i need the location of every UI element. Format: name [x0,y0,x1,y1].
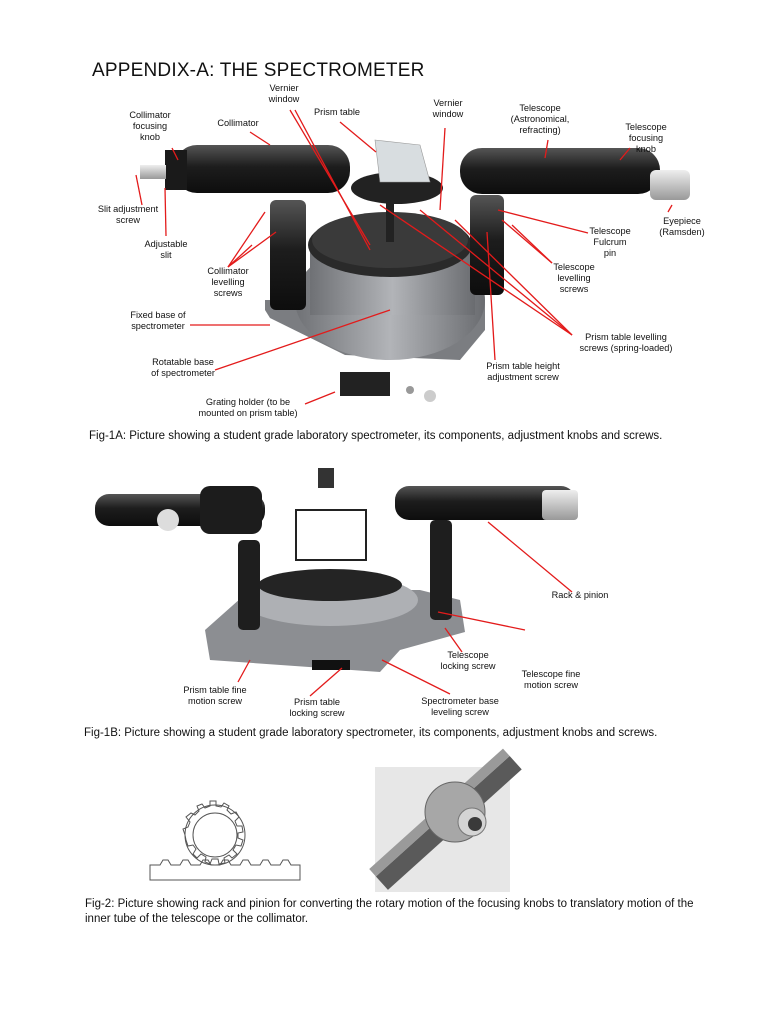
label-telescope: Telescope (Astronomical, refracting) [510,103,570,135]
label-collimator-focusing-knob: Collimator focusing knob [129,110,171,142]
label-prism-table-fine-motion-screw: Prism table fine motion screw [183,685,247,706]
page-title: APPENDIX-A: THE SPECTROMETER [92,60,425,81]
label-telescope-focusing-knob: Telescope focusing knob [625,122,667,154]
label-collimator: Collimator [217,118,259,128]
label-collimator-levelling-screws: Collimator levelling screws [207,266,249,298]
label-telescope-locking-screw: Telescope locking screw [440,650,496,671]
fig2-rack-pinion-drawing [149,748,522,892]
fig2-caption: Fig-2: Picture showing rack and pinion f… [85,898,694,925]
label-prism-table-levelling-screws: Prism table levelling screws (spring-loa… [579,332,673,353]
fig1a-caption: Fig-1A: Picture showing a student grade … [89,430,663,442]
label-grating-holder: Grating holder (to be mounted on prism t… [198,397,298,418]
label-telescope-fulcrum-pin: Telescope Fulcrum pin [589,226,631,258]
label-rotatable-base: Rotatable base of spectrometer [151,357,215,378]
fig1b-caption: Fig-1B: Picture showing a student grade … [84,727,658,739]
label-slit-adjustment-screw: Slit adjustment screw [97,204,159,225]
label-vernier-window-right: Vernier window [432,98,464,119]
label-vernier-window-left: Vernier window [268,83,300,104]
label-fixed-base: Fixed base of spectrometer [130,310,186,331]
label-prism-table-height-screw: Prism table height adjustment screw [486,361,560,382]
pinion-teeth [182,800,244,865]
label-spectrometer-base-leveling-screw: Spectrometer base leveling screw [421,696,499,717]
label-adjustable-slit: Adjustable slit [144,239,188,260]
label-telescope-fine-motion-screw: Telescope fine motion screw [521,669,581,690]
label-prism-table: Prism table [314,107,360,117]
label-rack-pinion: Rack & pinion [551,590,609,600]
label-telescope-levelling-screws: Telescope levelling screws [553,262,595,294]
fig1a-spectrometer-image [135,109,690,405]
label-prism-table-locking-screw: Prism table locking screw [289,697,345,718]
fig1b-spectrometer-image [95,468,578,697]
label-eyepiece: Eyepiece (Ramsden) [659,216,705,237]
